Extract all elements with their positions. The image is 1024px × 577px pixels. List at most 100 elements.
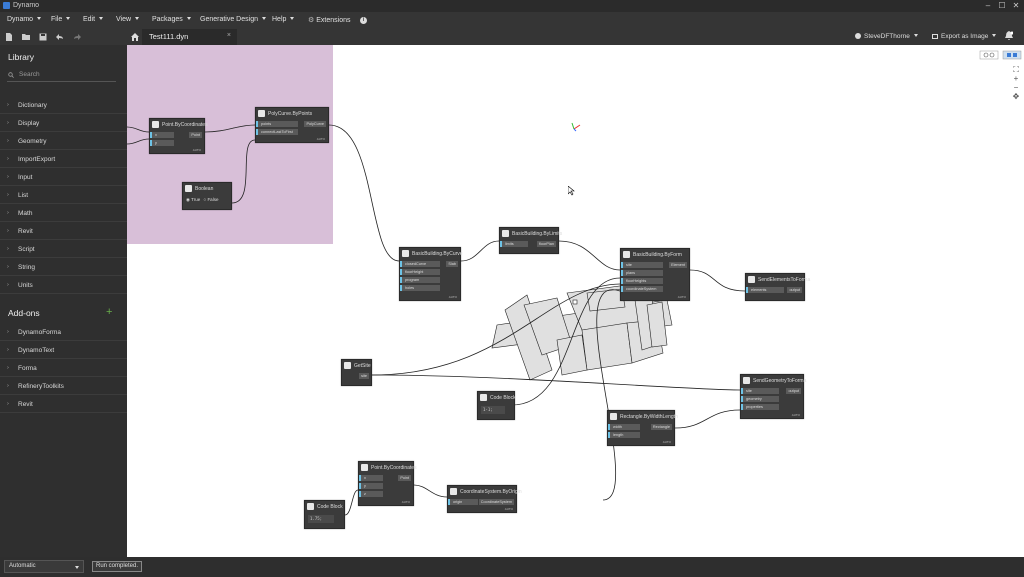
notification-bell-icon[interactable] bbox=[1005, 31, 1013, 41]
output-port-output[interactable]: output bbox=[786, 388, 801, 394]
library-item-units[interactable]: ›Units bbox=[0, 277, 127, 294]
input-port-holes[interactable]: holes bbox=[400, 285, 440, 291]
output-port-slab[interactable]: Slab bbox=[446, 261, 458, 267]
pan-icon[interactable]: ✥ bbox=[1012, 92, 1020, 101]
library-item-input[interactable]: ›Input bbox=[0, 169, 127, 186]
run-mode-select[interactable]: Automatic bbox=[4, 560, 84, 573]
addon-item-dynamoforma[interactable]: ›DynamoForma bbox=[0, 324, 127, 341]
home-icon[interactable] bbox=[131, 33, 139, 41]
node-getsite[interactable]: GetSite site bbox=[341, 359, 372, 386]
menu-generative-design[interactable]: Generative Design bbox=[200, 16, 266, 23]
node-sendelementstoforma[interactable]: SendElementsToForma elements output bbox=[745, 273, 810, 301]
input-port-program[interactable]: program bbox=[400, 277, 440, 283]
menu-view[interactable]: View bbox=[116, 16, 140, 23]
addon-item-refinerytoolkits[interactable]: ›RefineryToolkits bbox=[0, 378, 127, 395]
input-port-floorheight[interactable]: floorHeight bbox=[400, 269, 440, 275]
graph-canvas[interactable]: Point.ByCoordinates x y Point AUTO PolyC… bbox=[127, 45, 1024, 557]
library-search-input[interactable]: Search bbox=[7, 69, 116, 82]
output-port-element[interactable]: Element bbox=[669, 262, 687, 268]
input-port-closedcurve[interactable]: closedCurve bbox=[400, 261, 440, 267]
input-port-plans[interactable]: plans bbox=[621, 270, 663, 276]
output-port-floorplan[interactable]: floorPlan bbox=[537, 241, 556, 247]
input-port-y[interactable]: y bbox=[359, 483, 383, 489]
radio-true[interactable]: ◉ True bbox=[186, 197, 201, 202]
maximize-button[interactable]: ☐ bbox=[998, 1, 1006, 10]
library-item-script[interactable]: ›Script bbox=[0, 241, 127, 258]
node-basicbuilding-bylimits[interactable]: BasicBuilding.ByLimits limits floorPlan bbox=[499, 227, 562, 254]
output-port-polycurve[interactable]: PolyCurve bbox=[304, 121, 326, 127]
node-point-bycoordinates-2[interactable]: Point.ByCoordinates x y z Point AUTO bbox=[358, 461, 417, 506]
open-folder-icon[interactable] bbox=[22, 33, 30, 41]
3d-view-toggle-icon[interactable] bbox=[1002, 50, 1022, 60]
close-tab-icon[interactable]: × bbox=[226, 32, 231, 39]
node-basicbuilding-bycurve[interactable]: BasicBuilding.ByCurve closedCurve floorH… bbox=[399, 247, 463, 301]
close-window-button[interactable]: ✕ bbox=[1012, 1, 1020, 10]
input-port-length[interactable]: length bbox=[608, 432, 640, 438]
library-item-revit[interactable]: ›Revit bbox=[0, 223, 127, 240]
addon-item-revit[interactable]: ›Revit bbox=[0, 396, 127, 413]
node-boolean[interactable]: Boolean ◉ True ○ False bbox=[182, 182, 232, 210]
library-item-list[interactable]: ›List bbox=[0, 187, 127, 204]
node-basicbuilding-byform[interactable]: BasicBuilding.ByForm site plans floorHei… bbox=[620, 248, 690, 301]
user-menu[interactable]: SteveDFThorne bbox=[855, 33, 918, 40]
output-port-coordinatesystem[interactable]: CoordinateSystem bbox=[478, 499, 514, 505]
addon-item-dynamotext[interactable]: ›DynamoText bbox=[0, 342, 127, 359]
node-coordinatesystem-byorigin[interactable]: CoordinateSystem.ByOrigin origin Coordin… bbox=[447, 485, 522, 513]
menu-file[interactable]: File bbox=[51, 16, 71, 23]
minimize-button[interactable]: – bbox=[985, 1, 991, 10]
input-port-points[interactable]: points bbox=[256, 121, 298, 127]
input-port-y[interactable]: y bbox=[150, 140, 174, 146]
input-port-geometry[interactable]: geometry bbox=[741, 396, 779, 402]
node-rectangle-bywidthlength[interactable]: Rectangle.ByWidthLength width length Rec… bbox=[607, 410, 678, 446]
menu-edit[interactable]: Edit bbox=[83, 16, 104, 23]
input-port-site[interactable]: site bbox=[621, 262, 663, 268]
node-code-block-1[interactable]: Code Block 1-1; bbox=[477, 391, 516, 420]
library-item-math[interactable]: ›Math bbox=[0, 205, 127, 222]
new-file-icon[interactable] bbox=[5, 33, 13, 41]
node-polycurve-bypoints[interactable]: PolyCurve.ByPoints points connectLastToF… bbox=[255, 107, 329, 143]
menu-dynamo[interactable]: Dynamo bbox=[7, 16, 42, 23]
input-port-origin[interactable]: origin bbox=[448, 499, 478, 505]
input-port-coordinatesystem[interactable]: coordinateSystem bbox=[621, 286, 663, 292]
menu-packages[interactable]: Packages bbox=[152, 16, 191, 23]
output-port-rectangle[interactable]: Rectangle bbox=[650, 424, 672, 430]
export-as-image-button[interactable]: Export as Image bbox=[932, 33, 997, 40]
input-port-connectlasttofirst[interactable]: connectLastToFirst bbox=[256, 129, 298, 135]
input-port-site[interactable]: site bbox=[741, 388, 779, 394]
library-item-importexport[interactable]: ›ImportExport bbox=[0, 151, 127, 168]
output-port-site[interactable]: site bbox=[359, 373, 369, 379]
library-item-geometry[interactable]: ›Geometry bbox=[0, 133, 127, 150]
zoom-out-icon[interactable]: − bbox=[1013, 83, 1019, 92]
output-port-point[interactable]: Point bbox=[189, 132, 202, 138]
library-item-display[interactable]: ›Display bbox=[0, 115, 127, 132]
input-port-floorheights[interactable]: floorHeights bbox=[621, 278, 663, 284]
redo-icon[interactable] bbox=[73, 33, 81, 41]
library-item-string[interactable]: ›String bbox=[0, 259, 127, 276]
node-code-block-2[interactable]: Code Block 1.75; bbox=[304, 500, 345, 529]
zoom-in-icon[interactable]: + bbox=[1013, 74, 1019, 83]
radio-false[interactable]: ○ False bbox=[203, 197, 219, 202]
info-icon[interactable]: i bbox=[360, 16, 367, 24]
output-port-output[interactable]: output bbox=[787, 287, 802, 293]
menu-help[interactable]: Help bbox=[272, 16, 295, 23]
input-port-limits[interactable]: limits bbox=[500, 241, 528, 247]
add-package-plus-icon[interactable]: + bbox=[106, 306, 113, 318]
input-port-z[interactable]: z bbox=[359, 491, 383, 497]
input-port-properties[interactable]: properties bbox=[741, 404, 779, 410]
input-port-width[interactable]: width bbox=[608, 424, 640, 430]
addon-item-forma[interactable]: ›Forma bbox=[0, 360, 127, 377]
undo-icon[interactable] bbox=[56, 33, 64, 41]
code-editor[interactable]: 1-1; bbox=[481, 406, 505, 414]
graph-view-toggle-icon[interactable] bbox=[979, 50, 999, 60]
code-editor[interactable]: 1.75; bbox=[308, 515, 334, 523]
output-port-point[interactable]: Point bbox=[398, 475, 411, 481]
library-item-dictionary[interactable]: ›Dictionary bbox=[0, 97, 127, 114]
input-port-x[interactable]: x bbox=[150, 132, 174, 138]
save-icon[interactable] bbox=[39, 33, 47, 41]
tab-test111[interactable]: Test111.dyn × bbox=[142, 29, 237, 45]
zoom-to-fit-icon[interactable]: ⛶ bbox=[1013, 65, 1019, 74]
menu-extensions[interactable]: ⚙ Extensions bbox=[308, 17, 351, 24]
input-port-elements[interactable]: elements bbox=[746, 287, 784, 293]
input-port-x[interactable]: x bbox=[359, 475, 383, 481]
node-point-bycoordinates-1[interactable]: Point.ByCoordinates x y Point AUTO bbox=[149, 118, 208, 154]
